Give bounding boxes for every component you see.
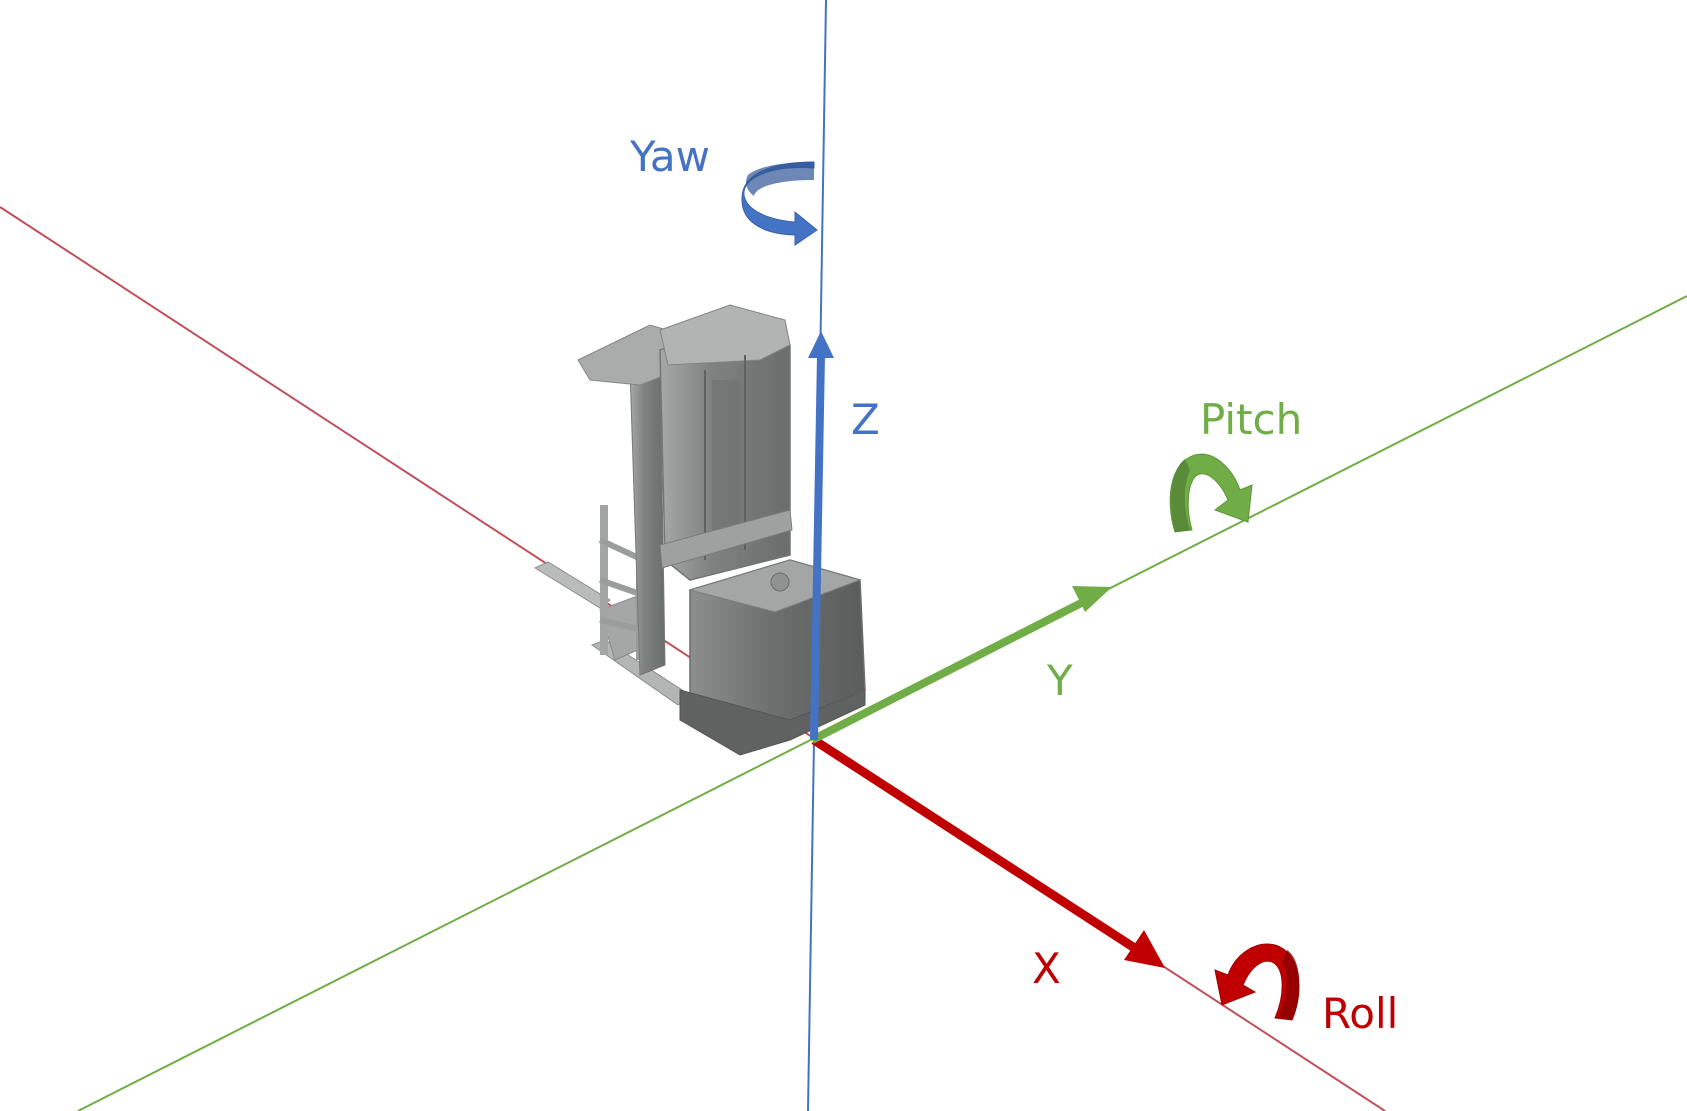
roll-rotation-icon	[1214, 943, 1300, 1021]
yaw-rotation-icon	[741, 161, 818, 246]
z-axis-label: Z	[851, 395, 880, 444]
y-axis-arrow	[810, 586, 1112, 744]
x-axis-arrow	[811, 736, 1165, 968]
forklift-model	[533, 304, 866, 756]
pitch-label: Pitch	[1200, 395, 1303, 444]
z-axis-arrow	[808, 331, 834, 741]
pitch-rotation-icon	[1169, 453, 1253, 533]
roll-label: Roll	[1322, 989, 1399, 1038]
x-axis-label: X	[1032, 944, 1061, 993]
y-axis-label: Y	[1047, 656, 1073, 705]
yaw-label: Yaw	[630, 132, 710, 181]
